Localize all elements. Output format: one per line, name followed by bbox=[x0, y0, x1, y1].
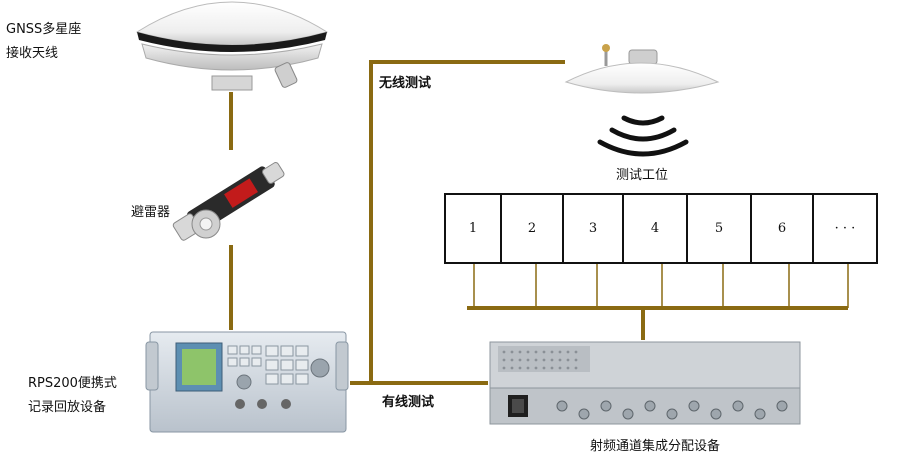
test-bay-4: 4 bbox=[624, 193, 688, 264]
bay-label: 2 bbox=[527, 221, 537, 236]
bay-label: 3 bbox=[588, 221, 598, 236]
arrester-label: 避雷器 bbox=[131, 205, 171, 220]
test-station-label: 测试工位 bbox=[616, 168, 669, 183]
antenna-label-line1: GNSS多星座 bbox=[6, 22, 82, 37]
bay-label: 1 bbox=[468, 221, 478, 236]
cable-lines bbox=[229, 60, 848, 385]
bay-label: 4 bbox=[650, 221, 660, 236]
rf-distributor-image bbox=[489, 341, 801, 425]
test-antenna-image bbox=[564, 44, 720, 94]
test-bay-3: 3 bbox=[564, 193, 624, 264]
antenna-label-line2: 接收天线 bbox=[6, 46, 59, 61]
gnss-antenna-image bbox=[135, 1, 329, 91]
test-bay-1: 1 bbox=[444, 193, 502, 264]
bay-label: 6 bbox=[777, 221, 787, 236]
bay-label: 5 bbox=[714, 221, 724, 236]
bay-drop-lines bbox=[473, 264, 849, 308]
test-bay-more: · · · bbox=[814, 193, 878, 264]
wired-test-label: 有线测试 bbox=[382, 395, 435, 410]
test-bay-5: 5 bbox=[688, 193, 752, 264]
recorder-label-line1: RPS200便携式 bbox=[28, 376, 117, 391]
bay-label: · · · bbox=[834, 221, 856, 236]
lightning-arrester-image bbox=[172, 162, 285, 241]
signal-wave-icon bbox=[597, 115, 689, 157]
recorder-label-line2: 记录回放设备 bbox=[28, 400, 107, 415]
recorder-device-image bbox=[145, 331, 349, 433]
test-bay-2: 2 bbox=[502, 193, 564, 264]
test-bay-6: 6 bbox=[752, 193, 814, 264]
wireless-test-label: 无线测试 bbox=[379, 76, 432, 91]
distributor-label: 射频通道集成分配设备 bbox=[590, 439, 721, 454]
